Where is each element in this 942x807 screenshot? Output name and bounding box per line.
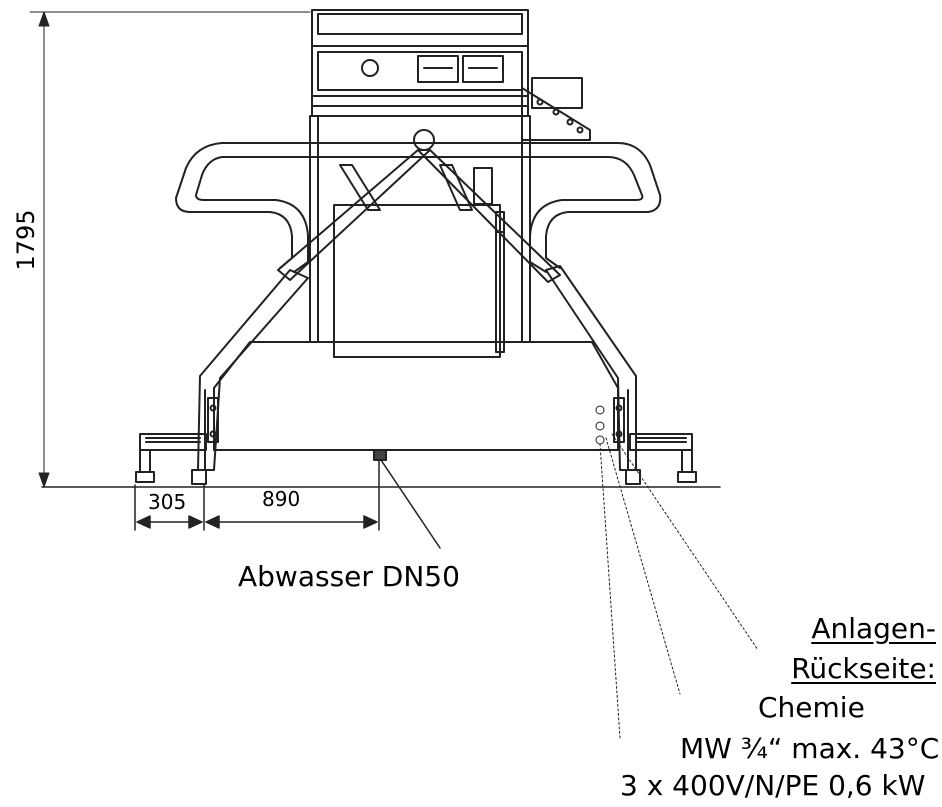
left-leg <box>191 269 309 485</box>
chemistry-label: Chemie <box>758 691 865 724</box>
drain-outlet <box>373 449 387 461</box>
container-basket <box>333 167 505 358</box>
power-connection-label: 3 x 400V/N/PE 0,6 kW <box>620 769 926 802</box>
drain-offset-label: 890 <box>262 487 301 511</box>
rear-side-title-line1: Anlagen- <box>811 612 936 645</box>
water-connection-label: MW ¾“ max. 43°C <box>680 732 940 765</box>
foot-spacing-dimension <box>134 484 205 531</box>
rear-connection-ports <box>595 405 605 445</box>
height-dimension-line <box>29 11 311 488</box>
base-housing <box>213 341 619 451</box>
rear-side-title-line2: Rückseite: <box>791 652 936 685</box>
control-housing <box>311 9 529 117</box>
guard-rail <box>175 142 662 273</box>
right-step-platform <box>629 433 697 483</box>
left-step-platform <box>135 433 207 483</box>
height-dimension-label: 1795 <box>12 209 40 271</box>
foot-spacing-label: 305 <box>148 490 187 514</box>
drain-offset-dimension <box>205 457 380 531</box>
right-leg <box>545 265 641 485</box>
rear-leader-lines <box>599 433 759 739</box>
drain-leader <box>380 459 441 549</box>
drain-label: Abwasser DN50 <box>238 560 460 593</box>
motor-unit <box>521 77 591 141</box>
